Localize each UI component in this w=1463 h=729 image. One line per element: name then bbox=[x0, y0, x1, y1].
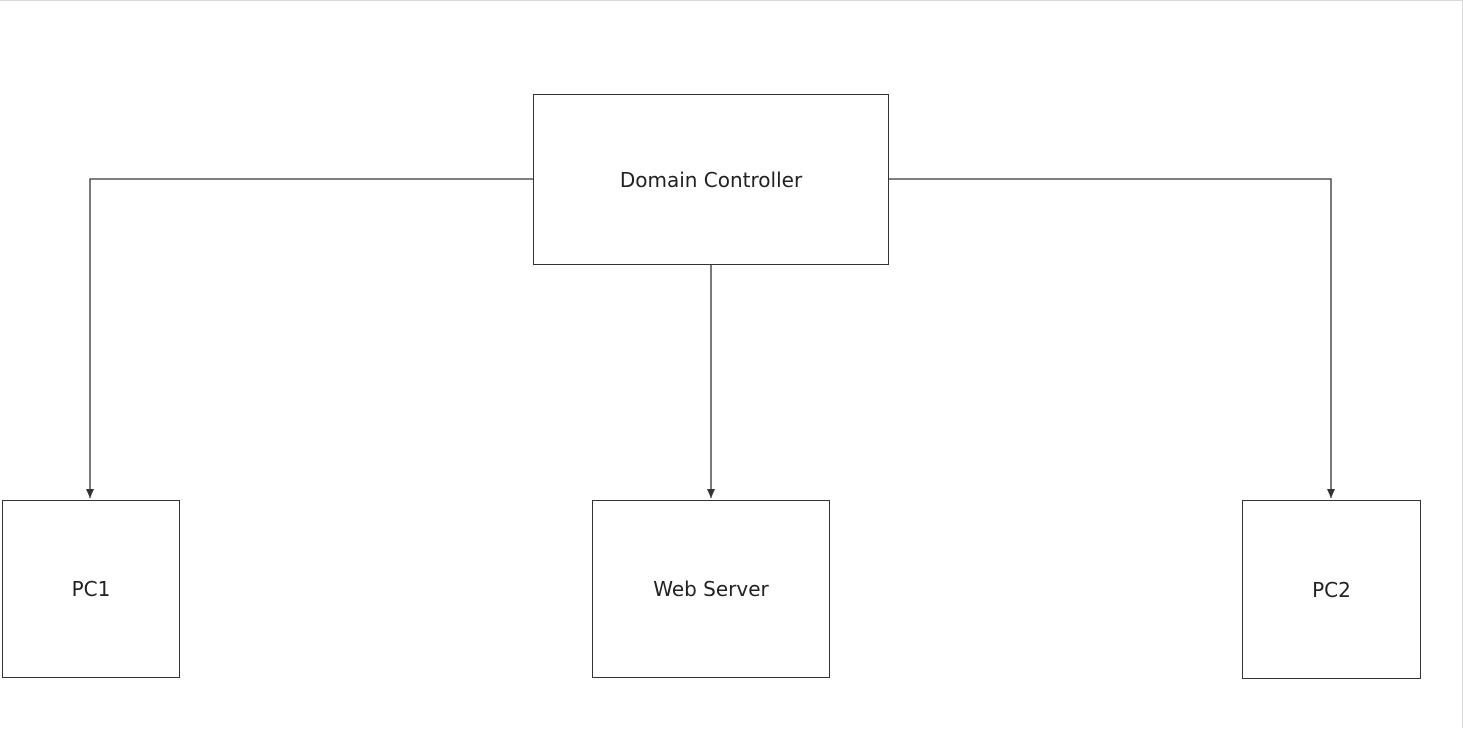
edge-dc-to-pc2 bbox=[889, 178, 1335, 498]
pc2-node[interactable]: PC2 bbox=[1242, 500, 1421, 679]
web-server-label: Web Server bbox=[653, 577, 769, 601]
domain-controller-label: Domain Controller bbox=[619, 167, 803, 192]
domain-controller-node[interactable]: Domain Controller bbox=[533, 94, 889, 265]
pc1-label: PC1 bbox=[71, 577, 111, 601]
web-server-node[interactable]: Web Server bbox=[592, 500, 830, 678]
pc1-node[interactable]: PC1 bbox=[2, 500, 180, 678]
edge-dc-to-pc1 bbox=[86, 178, 533, 498]
pc2-label: PC2 bbox=[1312, 577, 1351, 602]
